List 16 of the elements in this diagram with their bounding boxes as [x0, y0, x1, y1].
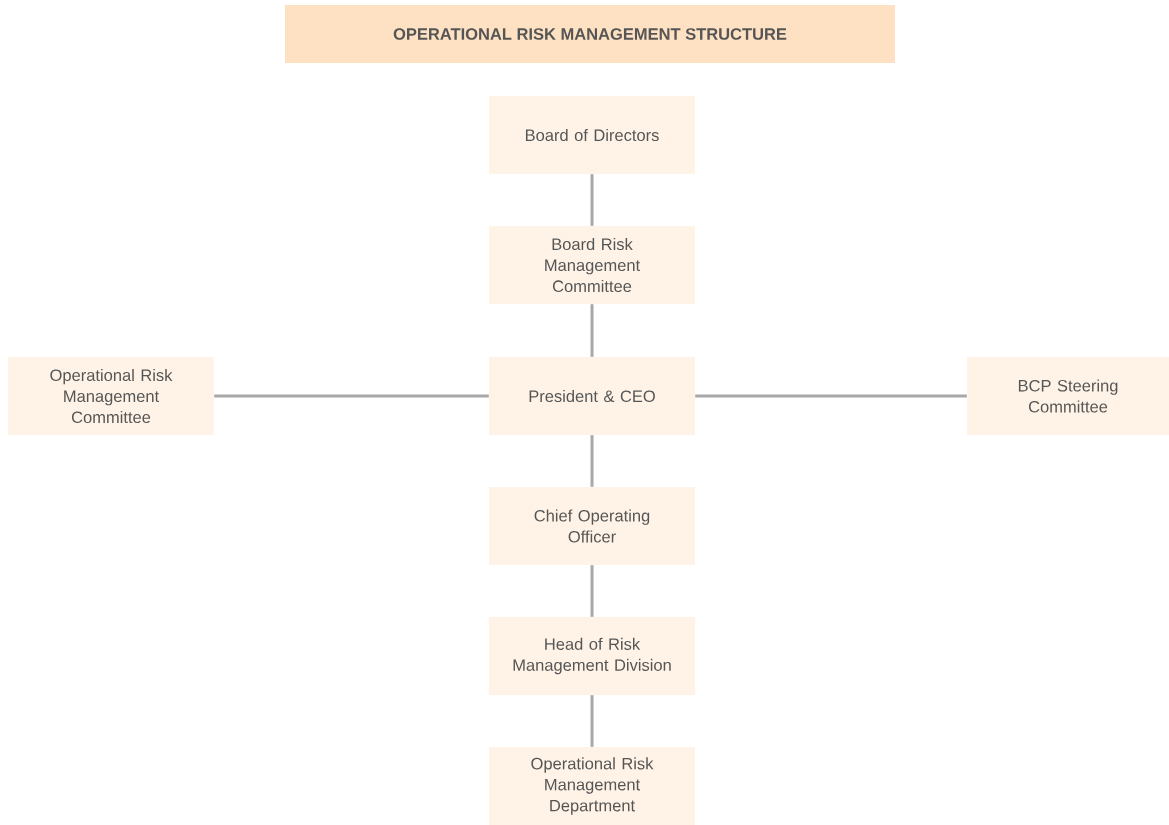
connector-line — [590, 174, 594, 226]
connector-line — [590, 695, 594, 747]
connector-line — [695, 394, 967, 398]
connector-line — [590, 304, 594, 357]
org-box: Board Risk Management Committee — [489, 226, 695, 304]
connector-line — [590, 435, 594, 487]
org-box: President & CEO — [489, 357, 695, 435]
org-box: Chief Operating Officer — [489, 487, 695, 565]
connector-line — [214, 394, 489, 398]
org-box: Board of Directors — [489, 96, 695, 174]
connector-line — [590, 565, 594, 617]
org-box: Operational Risk Management Committee — [8, 357, 214, 435]
title-band: OPERATIONAL RISK MANAGEMENT STRUCTURE — [285, 5, 895, 63]
org-box: Head of Risk Management Division — [489, 617, 695, 695]
org-box: BCP Steering Committee — [967, 357, 1169, 435]
org-box: Operational Risk Management Department — [489, 747, 695, 825]
